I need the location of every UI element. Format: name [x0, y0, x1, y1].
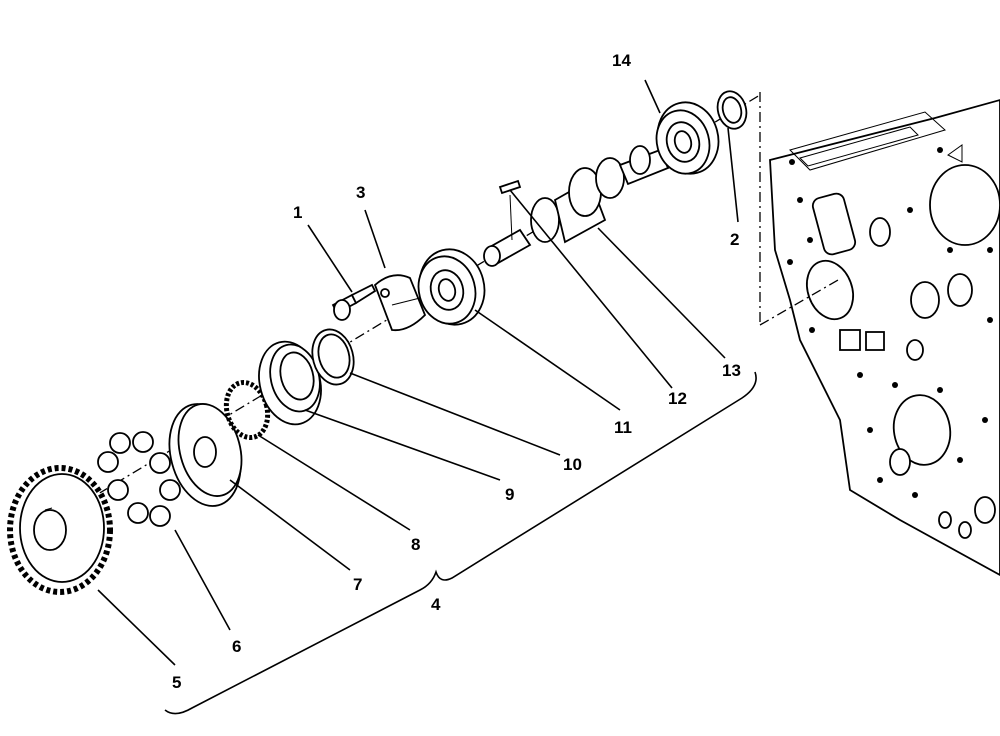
ball-bearing-front: [417, 248, 486, 326]
callout-7: 7: [353, 575, 362, 594]
callout-1: 1: [293, 203, 302, 222]
leader-lines: [97, 79, 739, 666]
callout-2: 2: [730, 230, 739, 249]
oil-seal: [258, 340, 322, 426]
flange-plate: [168, 403, 243, 507]
assembly-bracket: [164, 371, 757, 715]
ball-set: [97, 431, 181, 527]
retainer-plate: [373, 274, 427, 332]
ball-bearing-rear: [655, 101, 720, 175]
callout-12: 12: [668, 389, 687, 408]
snap-ring: [716, 90, 748, 130]
callout-14: 14: [612, 51, 631, 70]
callout-11: 11: [614, 418, 632, 437]
key: [498, 179, 522, 195]
callout-3: 3: [356, 183, 365, 202]
o-ring: [311, 328, 355, 386]
callouts: 1 2 3 4 5 6 7 8 9 10 11 12 13 14: [172, 51, 741, 692]
camshaft: [483, 145, 670, 267]
camshaft-gear: [7, 465, 113, 595]
callout-6: 6: [232, 637, 241, 656]
callout-9: 9: [505, 485, 514, 504]
callout-8: 8: [411, 535, 420, 554]
bolt: [331, 283, 377, 321]
callout-10: 10: [563, 455, 582, 474]
callout-5: 5: [172, 673, 181, 692]
callout-4: 4: [431, 595, 441, 614]
engine-block: [769, 99, 1000, 577]
callout-13: 13: [722, 361, 741, 380]
